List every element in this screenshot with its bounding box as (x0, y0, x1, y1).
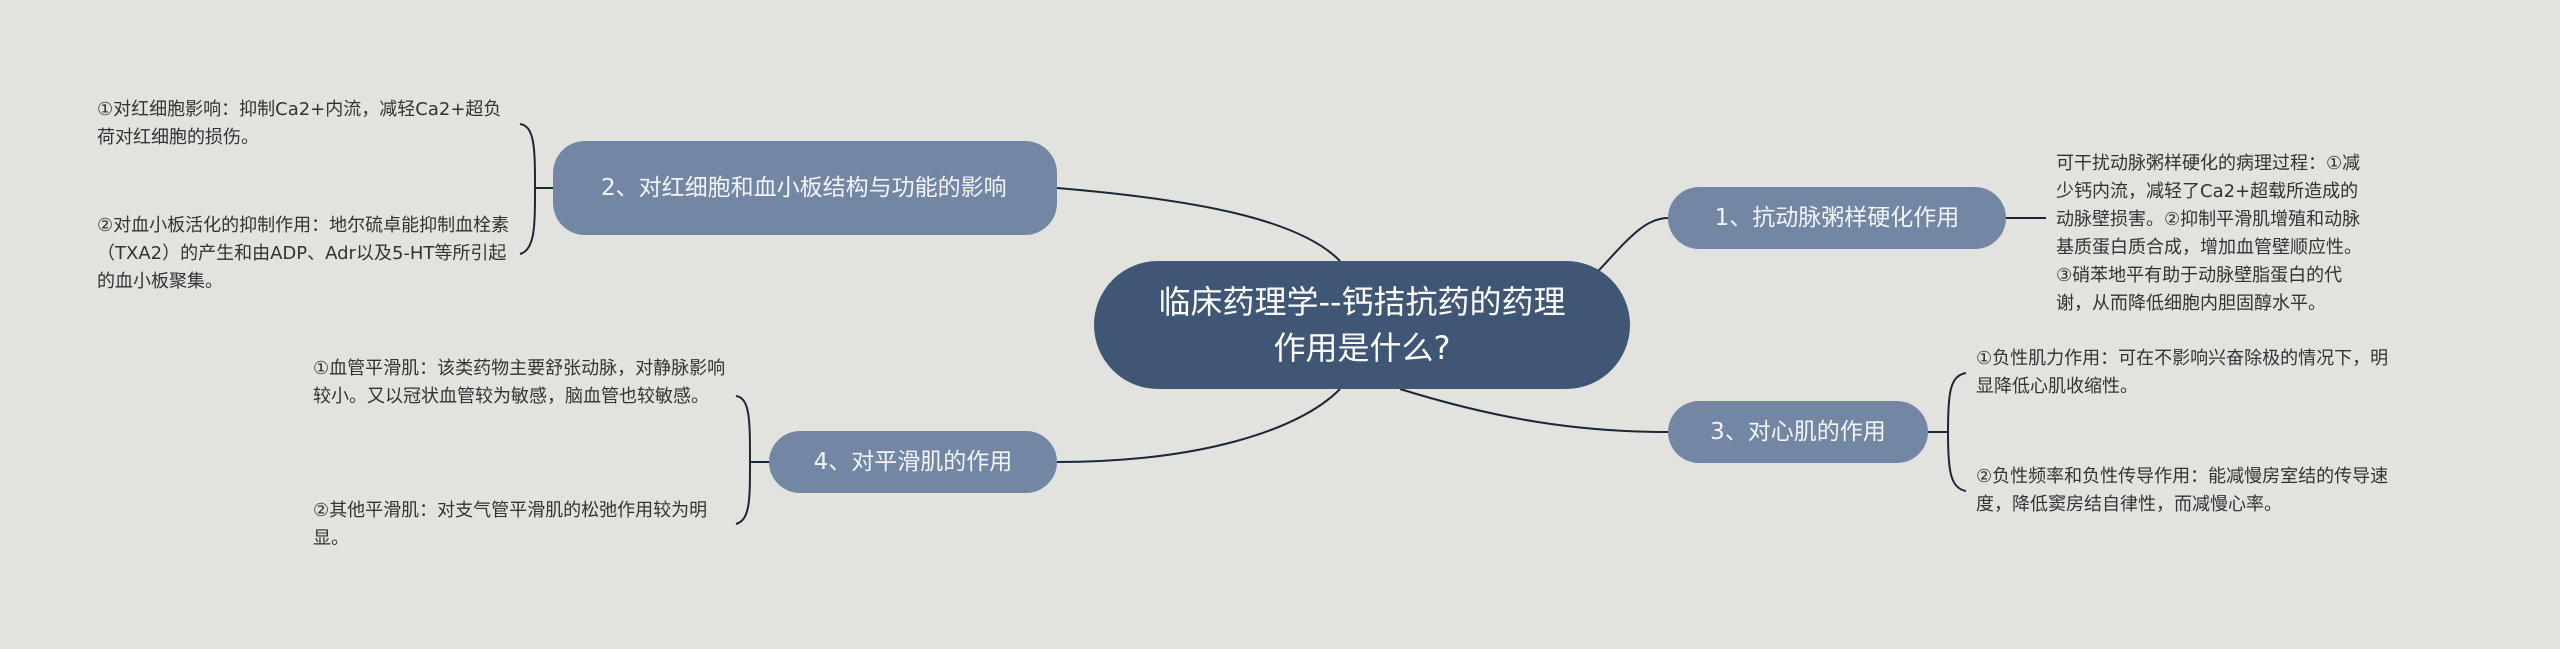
link-root-b4 (1056, 388, 1341, 463)
leaf-text-3-1: ①负性肌力作用：可在不影响兴奋除极的情况下，明显降低心肌收缩性。 (1976, 348, 2389, 397)
leaf-text-4-2: ②其他平滑肌：对支气管平滑肌的松弛作用较为明显。 (313, 500, 708, 549)
central-topic[interactable]: 临床药理学--钙拮抗药的药理作用是什么? (1094, 261, 1630, 389)
link-root-b3 (1399, 388, 1669, 433)
branch-node-2-label: 2、对红细胞和血小板结构与功能的影响 (601, 174, 1007, 201)
branch-node-4[interactable]: 4、对平滑肌的作用 (769, 431, 1057, 493)
leaf-text-4-1: ①血管平滑肌：该类药物主要舒张动脉，对静脉影响较小。又以冠状血管较为敏感，脑血管… (313, 358, 726, 407)
branch-node-3-label: 3、对心肌的作用 (1710, 418, 1886, 445)
branch-node-2[interactable]: 2、对红细胞和血小板结构与功能的影响 (553, 141, 1057, 235)
branch-node-1-label: 1、抗动脉粥样硬化作用 (1714, 204, 1960, 231)
link-root-b2 (1056, 187, 1341, 262)
branch-node-1[interactable]: 1、抗动脉粥样硬化作用 (1668, 187, 2006, 249)
leaf-text-3-2: ②负性频率和负性传导作用：能减慢房室结的传导速度，降低窦房结自律性，而减慢心率。 (1976, 466, 2389, 515)
leaf-text-2-1: ①对红细胞影响：抑制Ca2+内流，减轻Ca2+超负荷对红细胞的损伤。 (97, 99, 502, 148)
leaf-text-2-2: ②对血小板活化的抑制作用：地尔硫卓能抑制血栓素（TXA2）的产生和由ADP、Ad… (97, 215, 510, 292)
leaf-text-1-1: 可干扰动脉粥样硬化的病理过程：①减少钙内流，减轻了Ca2+超载所造成的动脉壁损害… (2056, 153, 2362, 314)
branch-node-3[interactable]: 3、对心肌的作用 (1668, 401, 1928, 463)
bracket-b4 (735, 395, 769, 525)
central-topic-label: 临床药理学--钙拮抗药的药理作用是什么? (1158, 283, 1566, 367)
bracket-b3 (1928, 372, 1967, 492)
branch-node-4-label: 4、对平滑肌的作用 (813, 448, 1013, 475)
bracket-b2 (519, 123, 553, 255)
